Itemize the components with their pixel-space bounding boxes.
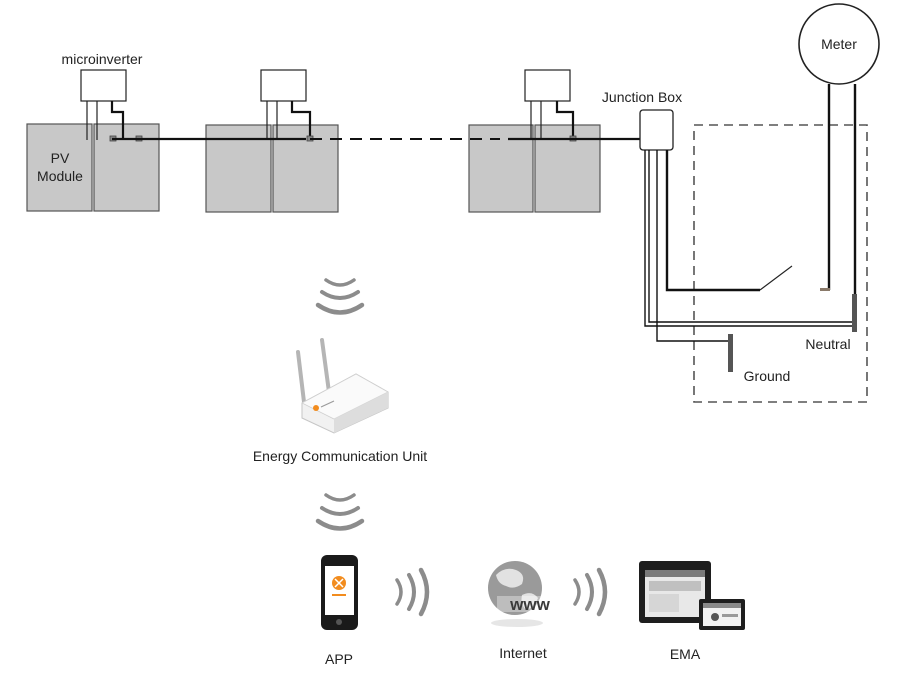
pv-module-group-1: PV Module microinverter (26, 51, 160, 212)
wifi-waves-icon (395, 567, 430, 617)
junction-box: Junction Box (602, 89, 682, 151)
distribution-panel-outline (693, 124, 868, 403)
junction-box-wiring: Neutral Ground (644, 150, 857, 384)
router-icon (296, 338, 389, 434)
wifi-waves-icon (573, 567, 608, 617)
microinverter-label: microinverter (62, 51, 143, 67)
smartphone-icon (321, 555, 358, 630)
neutral-label: Neutral (805, 336, 850, 352)
pv-module-label-line1: PV (51, 150, 70, 166)
pv-module-label-line2: Module (37, 168, 83, 184)
pv-module-panel (93, 123, 160, 212)
meter-label: Meter (821, 36, 857, 52)
pv-module-group-2 (205, 69, 339, 213)
ema-label: EMA (670, 646, 701, 662)
junction-box-label: Junction Box (602, 89, 682, 105)
microinverter-box (80, 69, 127, 102)
ecu-label: Energy Communication Unit (253, 448, 427, 464)
internet-label: Internet (499, 645, 547, 661)
app-label: APP (325, 651, 353, 667)
www-text: www (509, 595, 550, 614)
wifi-waves-icon (315, 493, 365, 531)
microinverter-box (524, 69, 571, 102)
meter: Meter (798, 3, 880, 294)
breaker-switch (759, 265, 793, 291)
globe-icon: www (488, 561, 555, 627)
monitor-icon (639, 561, 745, 630)
wifi-waves-icon (315, 278, 365, 315)
ground-label: Ground (744, 368, 791, 384)
neutral-bus-bar (852, 294, 857, 332)
pv-module-group-3 (468, 69, 601, 213)
ground-bus-bar (728, 334, 733, 372)
pv-module-panel (26, 123, 93, 212)
microinverter-box (260, 69, 307, 102)
